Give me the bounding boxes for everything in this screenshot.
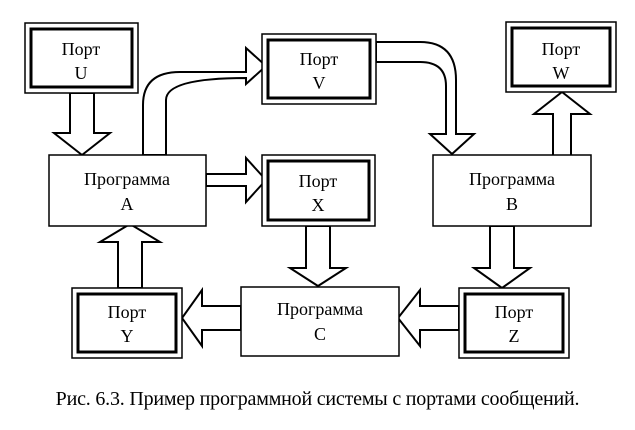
port-y-box — [71, 287, 183, 359]
figure-caption: Рис. 6.3. Пример программной системы с п… — [55, 388, 580, 410]
port-w-label: Порт — [542, 39, 581, 59]
arrow-port-y-to-program-a — [96, 222, 164, 289]
port-x-label: Порт — [299, 171, 338, 191]
arrow-program-c-to-port-y — [180, 286, 242, 350]
port-v-box — [261, 33, 377, 105]
program-c-box — [240, 286, 400, 357]
port-y-letter: Y — [121, 326, 134, 346]
arrow-port-v-to-program-b — [375, 41, 477, 156]
port-u-box — [24, 22, 139, 94]
arrow-port-x-to-program-c — [286, 225, 350, 288]
program-b-box — [432, 154, 592, 227]
port-z-letter: Z — [509, 326, 520, 346]
port-v-label: Порт — [300, 49, 339, 69]
port-w-letter: W — [553, 63, 570, 83]
program-a-letter: A — [121, 194, 134, 214]
program-b-label: Программа — [469, 169, 555, 189]
port-x-letter: X — [312, 195, 325, 215]
program-a-box — [48, 154, 207, 227]
program-b-letter: B — [506, 194, 518, 214]
port-v-letter: V — [313, 73, 326, 93]
port-y-label: Порт — [108, 302, 147, 322]
port-w-box — [505, 21, 617, 93]
arrow-program-a-to-port-v — [142, 45, 268, 156]
port-z-box — [458, 287, 570, 359]
program-a-label: Программа — [84, 169, 170, 189]
port-z-label: Порт — [495, 302, 534, 322]
arrow-program-b-to-port-z — [470, 225, 534, 290]
program-c-label: Программа — [277, 299, 363, 319]
arrow-program-a-to-port-x — [205, 155, 268, 205]
arrow-program-b-to-port-w — [531, 90, 593, 157]
port-x-box — [261, 154, 376, 227]
program-c-letter: C — [314, 324, 326, 344]
port-u-label: Порт — [62, 39, 101, 59]
arrow-port-u-to-program-a — [51, 92, 113, 157]
arrow-port-z-to-program-c — [396, 287, 460, 349]
port-u-letter: U — [75, 63, 88, 83]
